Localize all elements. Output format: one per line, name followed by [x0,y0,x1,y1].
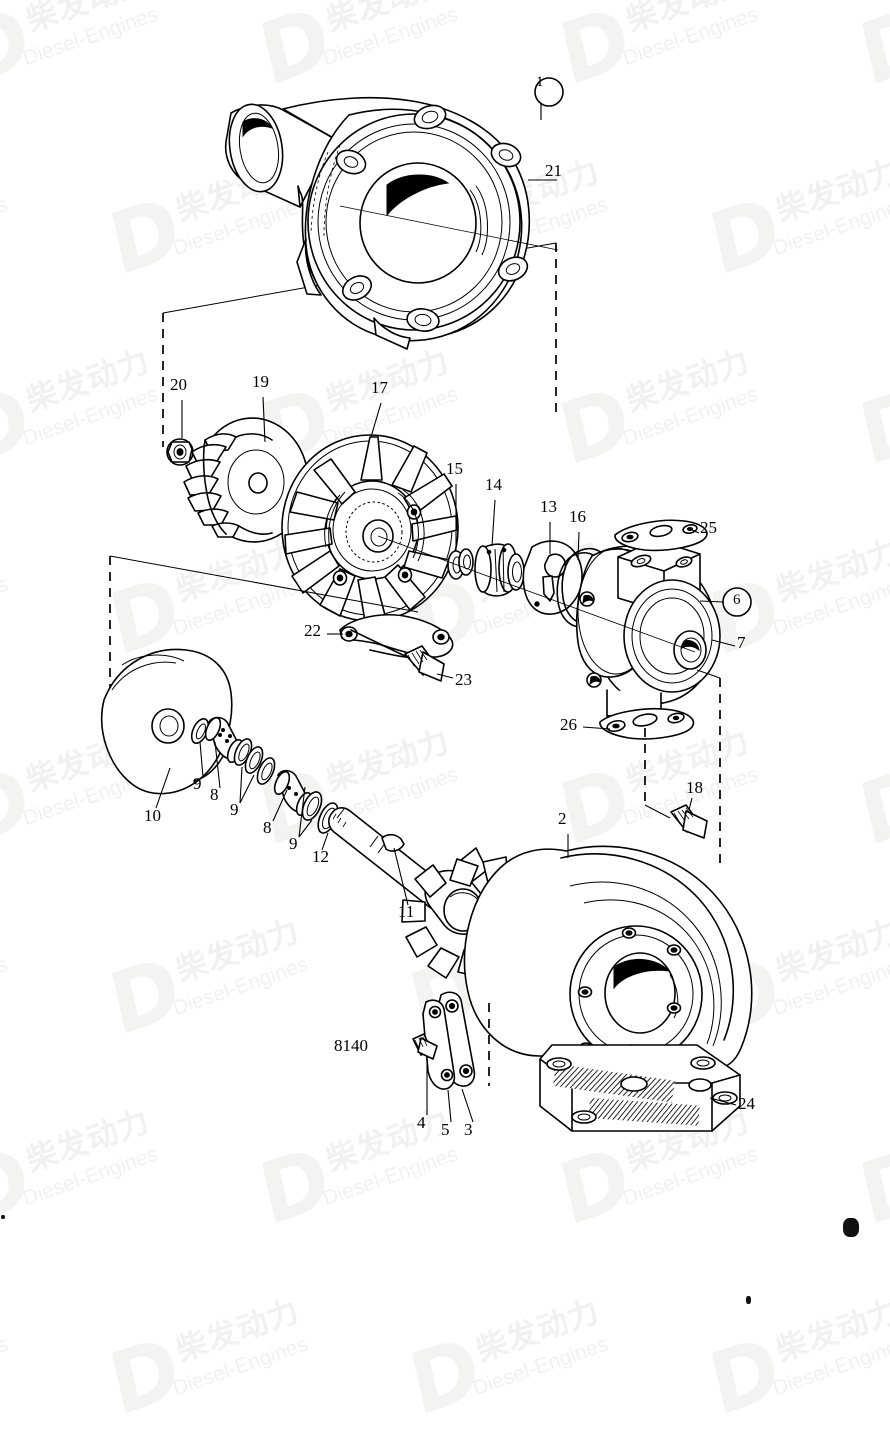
part-13-oil-deflector [522,540,583,615]
leader-lines [155,101,737,1123]
callout-number-9: 9 [193,774,202,793]
compressor-blades [183,433,240,538]
callout-number-16: 16 [569,507,586,526]
callout-number-19: 19 [252,372,269,391]
callout-number-21: 21 [545,161,562,180]
part-17-back-plate [281,434,459,622]
callout-number-24: 24 [738,1094,755,1113]
callout-number-26: 26 [560,715,577,734]
centerline-mid [377,535,696,653]
part-2-turbine-housing [463,845,753,1069]
callout-number-8: 8 [210,785,219,804]
callout-number-1: 1 [536,74,544,90]
callout-number-15: 15 [446,459,463,478]
callout-number-5: 5 [441,1120,450,1139]
part-4-bolt [412,1033,438,1115]
callout-number-7: 7 [737,633,746,652]
part-25-oil-inlet-gasket [614,519,708,552]
part-19-compressor-wheel [183,417,309,543]
callout-circles [534,77,752,617]
part-14-thrust-bearing [474,543,525,597]
assembly-bracket-lower-left [109,555,419,692]
callout-number-20: 20 [170,375,187,394]
callout-number-17: 17 [371,378,388,397]
callout-number-3: 3 [464,1120,473,1139]
callout-number-2: 2 [558,809,567,828]
part-26-oil-outlet-gasket [599,707,695,740]
scan-artifact-1 [843,1218,859,1237]
callout-number-9: 9 [230,800,239,819]
part-15-retaining-ring [447,548,474,580]
callout-number-25: 25 [700,518,717,537]
callout-number-23: 23 [455,670,472,689]
callout-number-10: 10 [144,806,161,825]
callout-number-14: 14 [485,475,502,494]
callout-number-18: 18 [686,778,703,797]
scan-artifact-3 [1,1215,5,1219]
drawing-number: 8140 [334,1036,368,1055]
centerline-upper [339,205,559,251]
part-24-exhaust-flange [539,1044,741,1132]
part-20-lock-nut [166,438,194,466]
scan-artifact-2 [746,1296,751,1304]
callout-number-11: 11 [398,902,415,921]
part-6-bearing-housing-assembly [575,539,721,717]
part-21-compressor-housing [225,96,531,350]
callout-number-8: 8 [263,818,272,837]
callout-number-12: 12 [312,847,329,866]
parts-3-5-clamps [422,991,490,1090]
assembly-bracket-18 [644,669,721,864]
callout-number-6: 6 [733,592,741,608]
callout-number-4: 4 [417,1113,426,1132]
callout-number-9: 9 [289,834,298,853]
bearing-stack [190,716,339,834]
callout-number-22: 22 [304,621,321,640]
part-18-bolt [670,797,708,839]
housing-bolt-bosses [335,104,529,332]
callout-number-13: 13 [540,497,557,516]
